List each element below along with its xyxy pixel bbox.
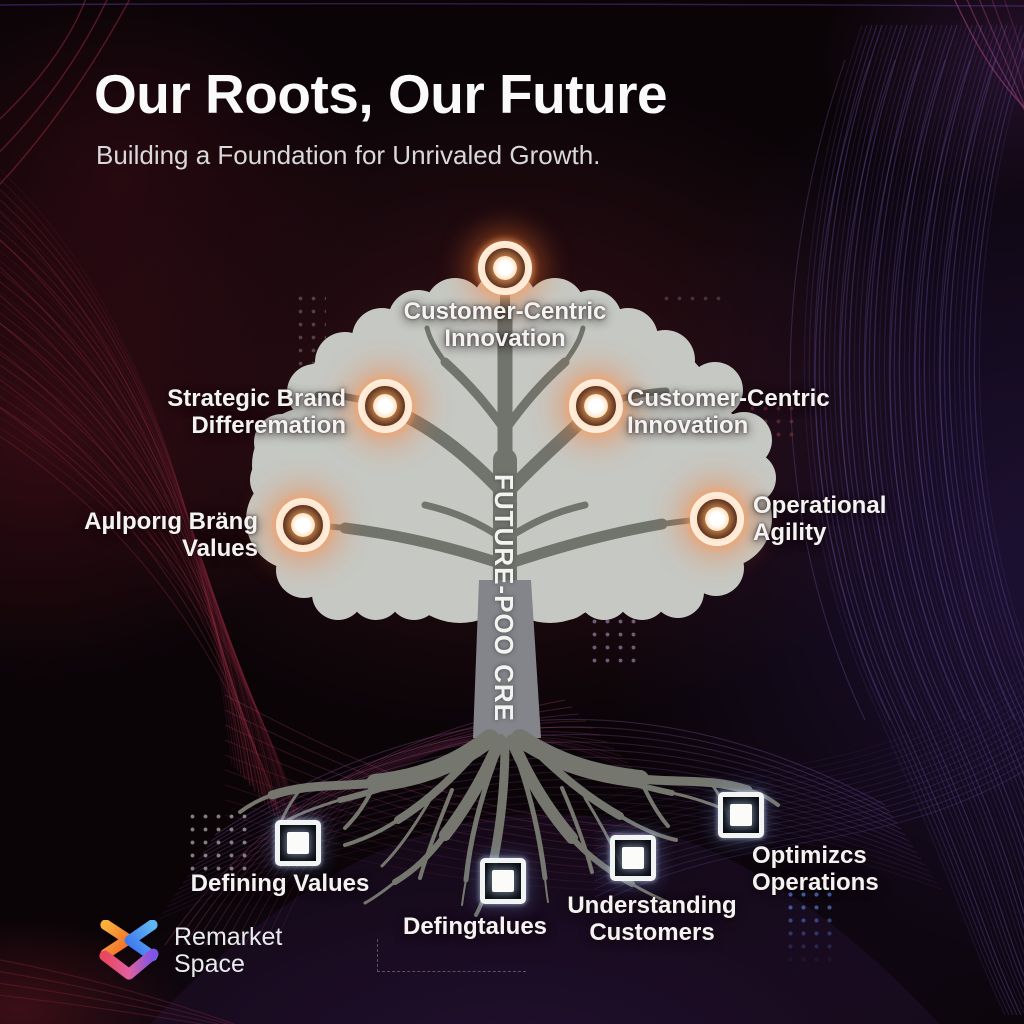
root-label-4: Optimizcs Operations [752, 842, 879, 896]
root-label-3: Understanding Customers [532, 892, 772, 946]
wave-pattern-top-line [0, 3, 1024, 7]
square-core [622, 847, 644, 869]
wave-pattern-bottom-right [594, 669, 1024, 906]
glow-ring-icon [690, 492, 744, 546]
branch-label-top: Customer-Centric Innovation [375, 298, 635, 352]
square-marker-icon [480, 858, 526, 904]
wave-pattern-bottomleft-streaks [0, 959, 236, 1024]
brand-logo: Remarket Space [98, 920, 282, 982]
branch-label-upper-left: Strategic Brand Differemation [167, 385, 346, 439]
root-label-line: Defingtalues [402, 913, 548, 940]
root-label-line: Defining Values [190, 870, 370, 897]
purple-hill-shape [150, 813, 940, 1024]
square-core [287, 832, 309, 854]
page-subtitle: Building a Foundation for Unrivaled Grow… [96, 140, 601, 170]
branch-label-line: Customer-Centric [403, 298, 607, 325]
root-label-line: Optimizcs [752, 842, 867, 869]
root-label-line: Customers [589, 919, 715, 947]
brand-logo-text: Remarket Space [174, 922, 283, 979]
wave-pattern-topleft-corner [0, 0, 131, 186]
tree-trunk [473, 580, 541, 738]
remarket-space-logo-icon [99, 920, 159, 980]
root-label-1: Defining Values [160, 870, 400, 897]
square-core [730, 804, 752, 826]
wave-pattern-left-red [0, 168, 308, 841]
ring-core [705, 507, 729, 531]
branch-label-line: Strategic Brand [167, 385, 346, 412]
root-label-2: Defingtalues [355, 913, 595, 940]
branch-label-line: Aµlporıg Bräng [84, 508, 258, 535]
branch-label-line: Innovation [444, 325, 566, 353]
ring-core [493, 256, 517, 280]
branch-label-line: Customer-Centric [627, 385, 830, 412]
brand-name-line: Space [174, 950, 245, 978]
branch-label-line: Innovation [627, 412, 749, 440]
ring-core [584, 394, 608, 418]
glow-ring-icon [358, 379, 412, 433]
square-core [492, 870, 514, 892]
root-label-line: Operations [752, 869, 879, 897]
square-marker-icon [275, 820, 321, 866]
glow-ring-icon [569, 379, 623, 433]
branch-label-line: Differemation [191, 412, 346, 440]
branch-label-upper-right: Customer-Centric Innovation [627, 385, 830, 439]
branch-label-lower-left: Aµlporıg Bräng Values [84, 508, 258, 562]
square-marker-icon [718, 792, 764, 838]
branch-label-lower-right: Operational Agility [753, 492, 886, 546]
dashed-corner-decoration [377, 939, 526, 972]
root-label-line: Understanding [567, 892, 737, 919]
wave-pattern-right-purple [789, 24, 1024, 1016]
brand-name-line: Remarket [174, 922, 283, 951]
ring-core [291, 513, 315, 537]
branch-label-line: Operational [753, 492, 887, 519]
square-marker-icon [610, 835, 656, 881]
glow-ring-icon [478, 241, 532, 295]
branch-label-line: Values [181, 535, 258, 563]
trunk-label: FUTURE-POO CRE [489, 474, 519, 722]
ring-core [373, 394, 397, 418]
branch-label-line: Agility [753, 519, 827, 547]
wave-pattern-topright-streaks [953, 0, 1024, 111]
page-title: Our Roots, Our Future [94, 63, 668, 125]
glow-ring-icon [276, 498, 330, 552]
